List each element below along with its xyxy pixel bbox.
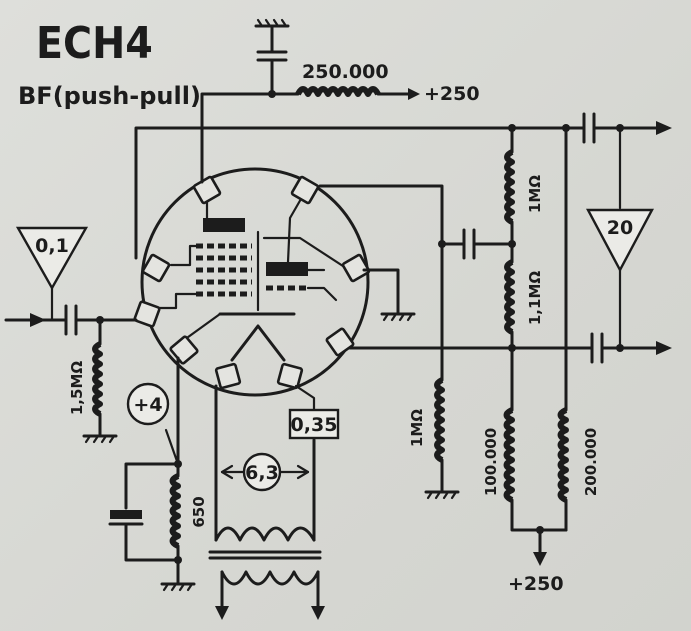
- anode-supply-branch: 250.000 +250: [200, 18, 480, 184]
- arrow-to-supply-top: [408, 88, 420, 100]
- triode-anode: [266, 262, 308, 276]
- pin-heptode-anode: [192, 175, 222, 205]
- resistor-250000: [295, 86, 381, 97]
- resistor-1-5mohm: [92, 341, 103, 417]
- label-650: 650: [190, 496, 208, 527]
- pin-output: [325, 327, 355, 357]
- pin-triode-grid: [341, 253, 371, 283]
- resistor-1-1mohm: [504, 259, 515, 335]
- label-plus-250-bottom: +250: [508, 573, 564, 595]
- arrow-to-supply-bottom: [533, 552, 547, 566]
- heptode-grids: [196, 243, 252, 297]
- bottom-output-rail: [348, 266, 672, 364]
- label-200000: 200.000: [582, 428, 600, 496]
- heater-voltage-callout: [242, 452, 282, 492]
- label-input-0-1: 0,1: [35, 235, 69, 257]
- output-gain-triangle: 20: [586, 208, 654, 273]
- top-output-rail: [134, 112, 672, 260]
- resistor-100000: [503, 407, 515, 503]
- pin-heater-a: [214, 362, 242, 390]
- heater-transformer: [208, 526, 325, 620]
- label-1-5mohm: 1,5MΩ: [68, 361, 86, 415]
- resistor-650: [169, 473, 181, 549]
- grid-return: [362, 268, 416, 322]
- arrow-heater-right: [311, 606, 325, 620]
- heater-filament: [230, 324, 286, 362]
- bypass-capacitor: [110, 510, 142, 519]
- pin-grid-screen: [141, 253, 171, 283]
- label-plus-250-top: +250: [424, 83, 480, 105]
- resistor-1mohm-divider: [504, 149, 515, 225]
- pin-control-grid: [133, 300, 161, 328]
- heater-current-box: [288, 408, 340, 440]
- pin-triode-anode: [290, 175, 320, 205]
- arrow-heater-left: [215, 606, 229, 620]
- label-plus-4: +4: [133, 394, 162, 416]
- circuit-subtitle: BF(push-pull): [18, 82, 201, 110]
- input-branch: 1,5MΩ: [4, 286, 138, 444]
- resistor-1mohm-triode-grid: [434, 377, 445, 463]
- output-arrow-bottom: [656, 341, 672, 355]
- input-triangle: 0,1: [15, 226, 89, 291]
- heptode-anode: [203, 218, 245, 232]
- bias-voltage-callout: [126, 382, 170, 426]
- resistor-200000: [557, 407, 569, 503]
- load-resistors: 100.000 200.000 +250: [482, 126, 600, 595]
- triode-grid-branch: 1MΩ: [318, 184, 514, 500]
- label-1mohm-triode: 1MΩ: [408, 409, 426, 447]
- divider-network: 1MΩ 1,1MΩ: [504, 126, 544, 412]
- output-arrow-top: [656, 121, 672, 135]
- pin-cathode: [169, 335, 199, 365]
- tube-title: ECH4: [36, 18, 153, 69]
- cathode-bias-network: +4 650: [108, 356, 208, 592]
- tube-ech4: [133, 167, 371, 397]
- heater-circuit: 6,3 0,35: [208, 384, 340, 620]
- label-divider-1mohm: 1MΩ: [526, 175, 544, 213]
- pin-heater-b: [276, 362, 304, 390]
- label-100000: 100.000: [482, 428, 500, 496]
- input-arrow: [30, 313, 46, 327]
- label-output-20: 20: [607, 217, 633, 239]
- label-divider-1-1mohm: 1,1MΩ: [526, 271, 544, 325]
- tube-envelope: [140, 167, 370, 397]
- label-6-3: 6,3: [245, 462, 279, 484]
- label-0-35: 0,35: [291, 414, 338, 436]
- label-250000: 250.000: [302, 61, 389, 83]
